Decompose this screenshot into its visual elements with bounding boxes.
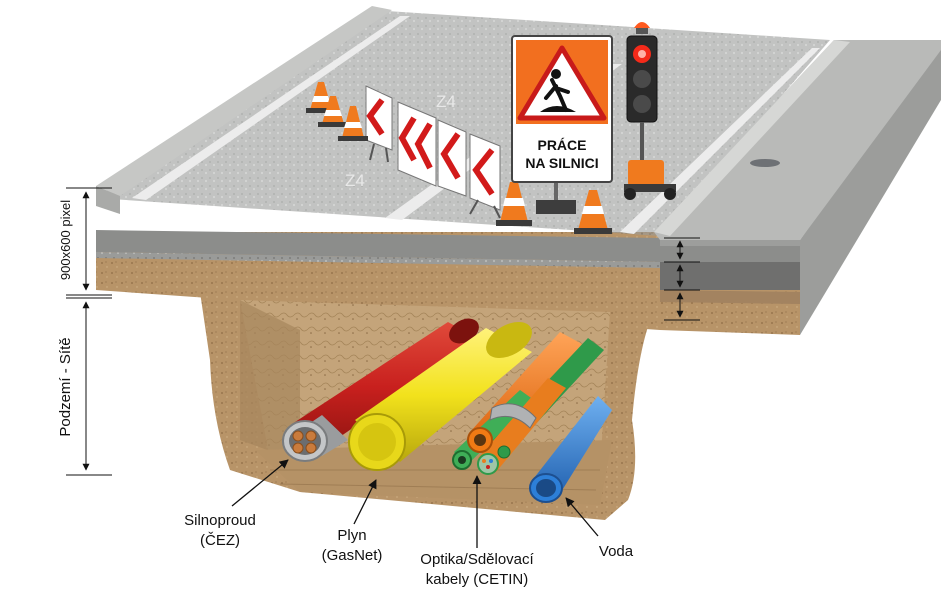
label-telecom-line2: kabely (CETIN)	[426, 571, 529, 588]
dimension-label-bottom: Podzemí - Sítě	[57, 337, 74, 436]
power-cable	[282, 318, 480, 462]
label-telecom-line1: Optika/Sdělovací	[420, 551, 534, 568]
sign-text-line2: NA SILNICI	[525, 155, 598, 171]
traffic-cone-5	[574, 190, 612, 234]
lane-marking-z4-top: Z4	[436, 92, 456, 111]
barrier-board-4	[469, 133, 501, 219]
dimension-label-top: 900x600 pixel	[58, 200, 73, 280]
temporary-traffic-light	[624, 22, 676, 200]
traffic-cone-4	[496, 182, 532, 226]
traffic-cone-3	[338, 106, 368, 141]
dimension-right	[664, 237, 700, 321]
dimension-left: 900x600 pixel Podzemí - Sítě	[57, 187, 112, 476]
traffic-cone-1	[306, 82, 336, 113]
warning-barriers	[306, 82, 612, 234]
label-gas-line2: (GasNet)	[322, 547, 383, 564]
barrier-board-2	[397, 101, 437, 187]
gas-pipe	[348, 321, 532, 471]
label-water: Voda	[599, 543, 634, 560]
barrier-board-3	[437, 119, 467, 197]
sidewalk	[654, 40, 941, 246]
lane-marking-z4-bottom: Z4	[345, 171, 365, 190]
label-gas-line1: Plyn	[337, 527, 366, 544]
barrier-board-1	[365, 85, 393, 163]
water-pipe	[529, 396, 612, 503]
utility-labels: Silnoproud (ČEZ) Plyn (GasNet) Optika/Sd…	[184, 459, 634, 588]
traffic-cone-2	[318, 96, 348, 127]
roadwork-sign: PRÁCE NA SILNICI	[511, 35, 613, 214]
label-power-line1: Silnoproud	[184, 512, 256, 529]
sign-text-line1: PRÁCE	[537, 137, 586, 153]
street-lamp-pole	[750, 159, 780, 167]
label-power-line2: (ČEZ)	[200, 532, 240, 549]
telecom-cables	[452, 332, 604, 475]
